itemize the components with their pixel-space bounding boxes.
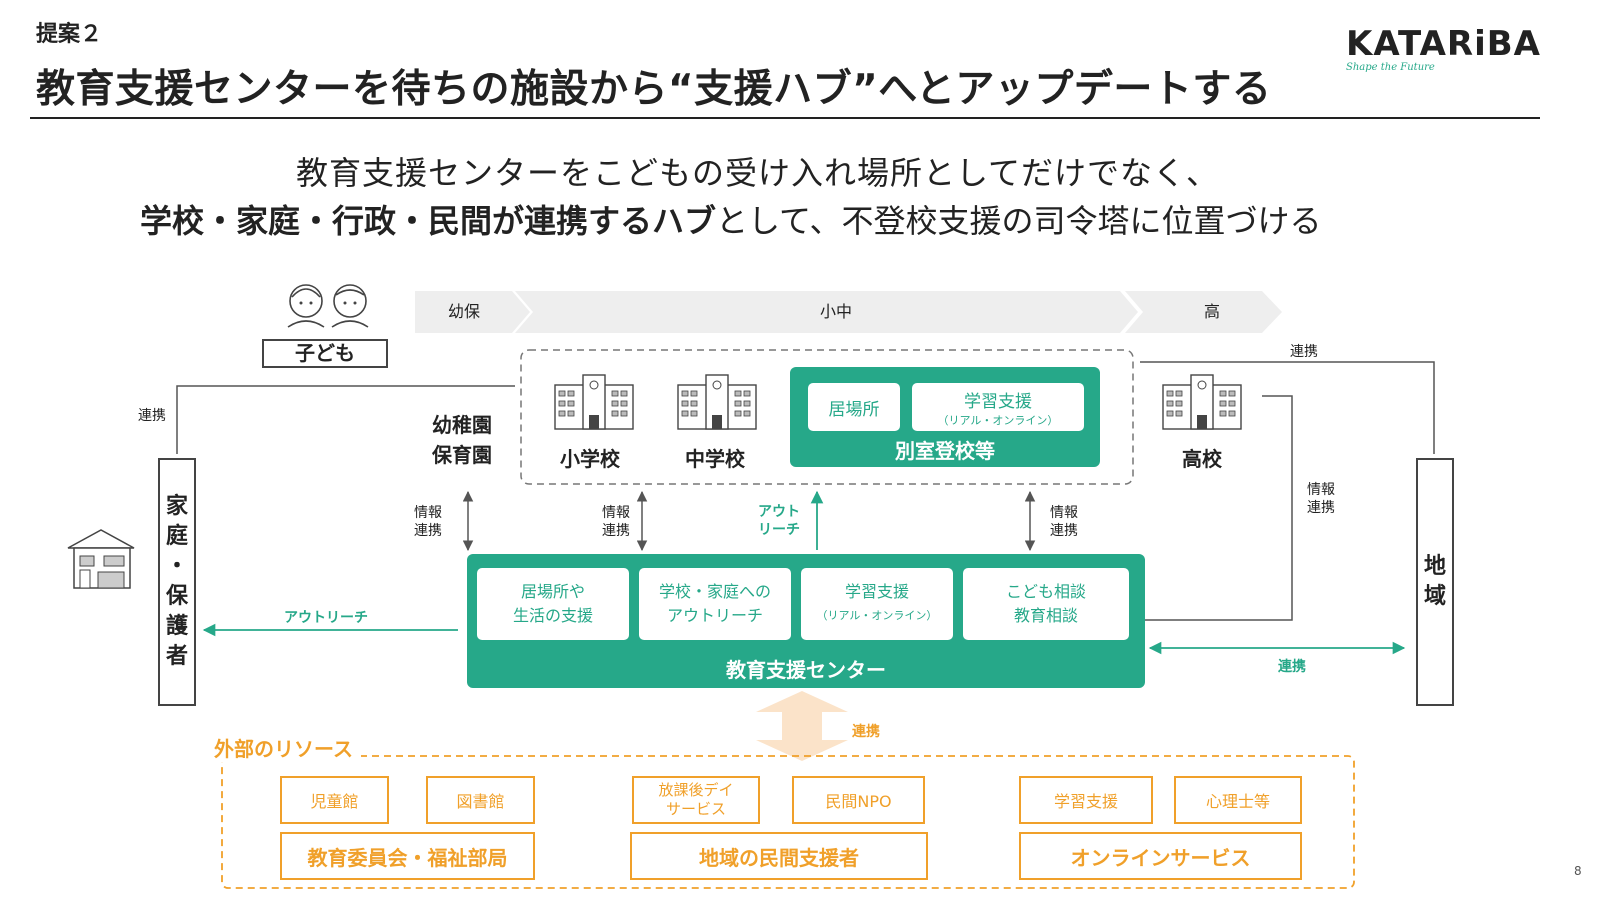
subtitle-bold: 学校・家庭・行政・民間が連携するハブ [140, 202, 717, 240]
family-box: 家 庭 ・ 保 護 者 [158, 458, 196, 706]
region-box: 地 域 [1416, 458, 1454, 706]
separate-room-title: 別室登校等 [895, 439, 995, 463]
children-icon [287, 284, 369, 328]
subtitle-line1: 教育支援センターをこどもの受け入れ場所としてだけでなく、 [296, 154, 1220, 192]
info-label-kindergarten: 情報連携 [414, 505, 442, 539]
external-item-study: 学習支援 [1019, 776, 1153, 824]
logo: KATARiBA Shape the Future [1346, 24, 1546, 73]
center-card-outreach: 学校・家庭への アウトリーチ [639, 568, 791, 640]
elementary-label: 小学校 [560, 447, 620, 471]
external-item-library: 図書館 [426, 776, 535, 824]
external-main-online: オンラインサービス [1019, 832, 1302, 880]
link-label-right: 連携 [1290, 344, 1318, 360]
info-label-highschool: 情報連携 [1307, 482, 1335, 516]
external-item-psychologist: 心理士等 [1174, 776, 1302, 824]
logo-tagline: Shape the Future [1346, 62, 1435, 73]
separate-room-card-study: 学習支援 （リアル・オンライン） [912, 383, 1084, 431]
center-card-consult: こども相談 教育相談 [963, 568, 1129, 640]
external-item-dayservice: 放課後デイ サービス [632, 776, 760, 824]
highschool-building-icon [1162, 374, 1242, 430]
external-double-arrow [756, 691, 848, 761]
juniorhigh-building-icon [677, 374, 757, 430]
subtitle-line2: 学校・家庭・行政・民間が連携するハブとして、不登校支援の司令塔に位置づける [140, 196, 1321, 242]
outreach-label-family: アウトリーチ [284, 610, 368, 626]
timeline-label-shochu: 小中 [820, 302, 853, 321]
external-item-npo: 民間NPO [792, 776, 925, 824]
center-card-study: 学習支援 （リアル・オンライン） [801, 568, 953, 640]
outreach-label-up: アウトリーチ [758, 504, 800, 538]
center-card-ibasho: 居場所や 生活の支援 [477, 568, 629, 640]
timeline-chevron-youho [415, 291, 530, 333]
proposal-label: 提案２ [36, 22, 103, 47]
info-label-elementary: 情報連携 [602, 505, 630, 539]
external-main-boe: 教育委員会・福祉部局 [280, 832, 535, 880]
external-main-private: 地域の民間支援者 [630, 832, 928, 880]
house-icon [67, 529, 135, 589]
highschool-label: 高校 [1182, 447, 1222, 471]
page-title: 教育支援センターを待ちの施設から“支援ハブ”へとアップデートする [36, 67, 1272, 112]
timeline-label-youho: 幼保 [448, 302, 481, 321]
external-item-jidokan: 児童館 [280, 776, 389, 824]
logo-text: KATARiBA [1346, 24, 1541, 64]
elementary-building-icon [554, 374, 634, 430]
kindergarten-label: 幼稚園 保育園 [432, 413, 492, 467]
timeline-chevron-kou [1125, 291, 1282, 333]
center-box: 居場所や 生活の支援 学校・家庭への アウトリーチ 学習支援 （リアル・オンライ… [467, 554, 1145, 688]
separate-room-box: 居場所 学習支援 （リアル・オンライン） 別室登校等 [790, 367, 1100, 467]
page-number: 8 [1574, 864, 1582, 878]
external-title: 外部のリソース [214, 733, 361, 762]
timeline-chevron-shochu [515, 291, 1138, 333]
subtitle-rest: として、不登校支援の司令塔に位置づける [716, 202, 1322, 240]
link-label-region: 連携 [1278, 659, 1306, 675]
child-label: 子ども [262, 339, 388, 368]
link-label-left: 連携 [138, 408, 166, 424]
school-group-frame [520, 349, 1134, 485]
header-divider [30, 117, 1540, 119]
link-label-external: 連携 [852, 724, 880, 740]
juniorhigh-label: 中学校 [685, 447, 745, 471]
center-title: 教育支援センター [726, 658, 886, 682]
separate-room-card-ibasho: 居場所 [808, 383, 900, 431]
timeline-label-kou: 高 [1204, 302, 1221, 321]
external-frame [221, 755, 1355, 889]
info-label-separate: 情報連携 [1050, 505, 1078, 539]
